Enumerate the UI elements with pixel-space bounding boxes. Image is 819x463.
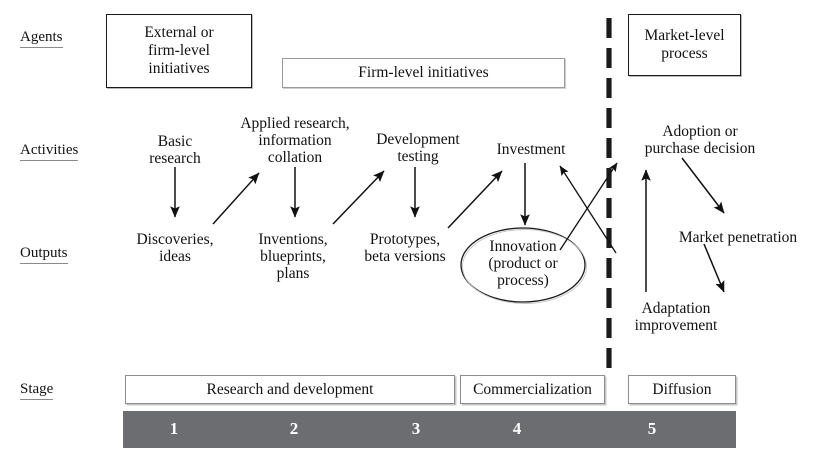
output-discoveries-ideas: Discoveries, ideas [115, 231, 235, 265]
agent-box-line: Market-level [644, 27, 725, 44]
activity-line: research [149, 150, 201, 167]
output-line: improvement [634, 317, 718, 334]
output-market-penetration: Market penetration [648, 229, 819, 246]
output-line: beta versions [364, 248, 446, 265]
stage-box-research-and-development: Research and development [125, 375, 455, 404]
stage-number-5: 5 [647, 419, 657, 438]
output-inventions-blueprints-plans: Inventions, blueprints, plans [233, 231, 353, 282]
stage-box-label: Research and development [206, 380, 374, 398]
activity-line: purchase decision [644, 140, 756, 157]
output-line: blueprints, [260, 248, 326, 265]
activity-line: testing [397, 148, 439, 165]
agent-box-line: firm-level [148, 42, 210, 59]
arrow-prototypes-to-investment [447, 170, 503, 229]
agent-box-line: External or [144, 24, 214, 41]
innovation-line: process) [497, 272, 549, 289]
innovation-line: Innovation [489, 238, 557, 255]
output-line: Prototypes, [369, 231, 441, 248]
agent-box-line: initiatives [148, 60, 210, 77]
output-prototypes-beta-versions: Prototypes, beta versions [340, 231, 470, 265]
stage-box-label: Diffusion [652, 380, 712, 398]
activity-line: collation [267, 149, 323, 166]
activity-line: Basic [157, 133, 193, 150]
arrow-adoption-to-market-penetration [681, 157, 725, 214]
activity-line: Applied research, [240, 115, 350, 132]
agent-box-market-level-process: Market-level process [628, 14, 741, 76]
activity-line: information [258, 132, 332, 149]
agent-box-firm-level-initiatives: Firm-level initiatives [282, 58, 565, 88]
row-label-stage: Stage [20, 381, 54, 400]
activity-development-testing: Development testing [348, 131, 488, 165]
output-line: ideas [159, 248, 191, 265]
activity-basic-research: Basic research [115, 133, 235, 167]
output-adaptation-improvement: Adaptation improvement [616, 300, 736, 334]
activity-line: Development [376, 131, 460, 148]
arrow-discoveries-to-applied-research [212, 172, 260, 225]
activity-adoption-or-purchase-decision: Adoption or purchase decision [610, 123, 790, 157]
agent-box-line: Firm-level initiatives [358, 64, 489, 81]
stage-number-bar [123, 411, 736, 448]
row-label-agents: Agents [20, 29, 63, 48]
output-line: Discoveries, [136, 231, 214, 248]
output-line: Adaptation [641, 300, 711, 317]
stage-number-2: 2 [289, 419, 299, 438]
output-line: plans [276, 265, 310, 282]
innovation-node-label: Innovation (product or process) [461, 238, 585, 289]
stage-number-1: 1 [169, 419, 179, 438]
output-line: Market penetration [678, 229, 798, 246]
arrow-innovation-to-adoption [559, 162, 618, 251]
stage-number-3: 3 [411, 419, 421, 438]
agent-box-line: process [661, 45, 708, 62]
activity-line: Adoption or [662, 123, 738, 140]
activity-applied-research-information-collation: Applied research, information collation [215, 115, 375, 166]
stage-box-commercialization: Commercialization [460, 375, 605, 404]
output-line: Inventions, [258, 231, 328, 248]
activity-line: Investment [496, 141, 566, 158]
row-label-outputs: Outputs [20, 245, 68, 264]
stage-number-4: 4 [512, 419, 522, 438]
arrow-inventions-to-development-testing [332, 170, 385, 225]
agent-box-external-or-firm-level-initiatives: External or firm-level initiatives [106, 14, 252, 88]
row-label-activities: Activities [20, 142, 79, 161]
arrow-market-penetration-to-adaptation [703, 243, 725, 293]
stage-box-label: Commercialization [473, 380, 592, 398]
stage-box-diffusion: Diffusion [628, 375, 736, 404]
innovation-line: (product or [488, 255, 558, 272]
activity-investment: Investment [471, 141, 591, 158]
